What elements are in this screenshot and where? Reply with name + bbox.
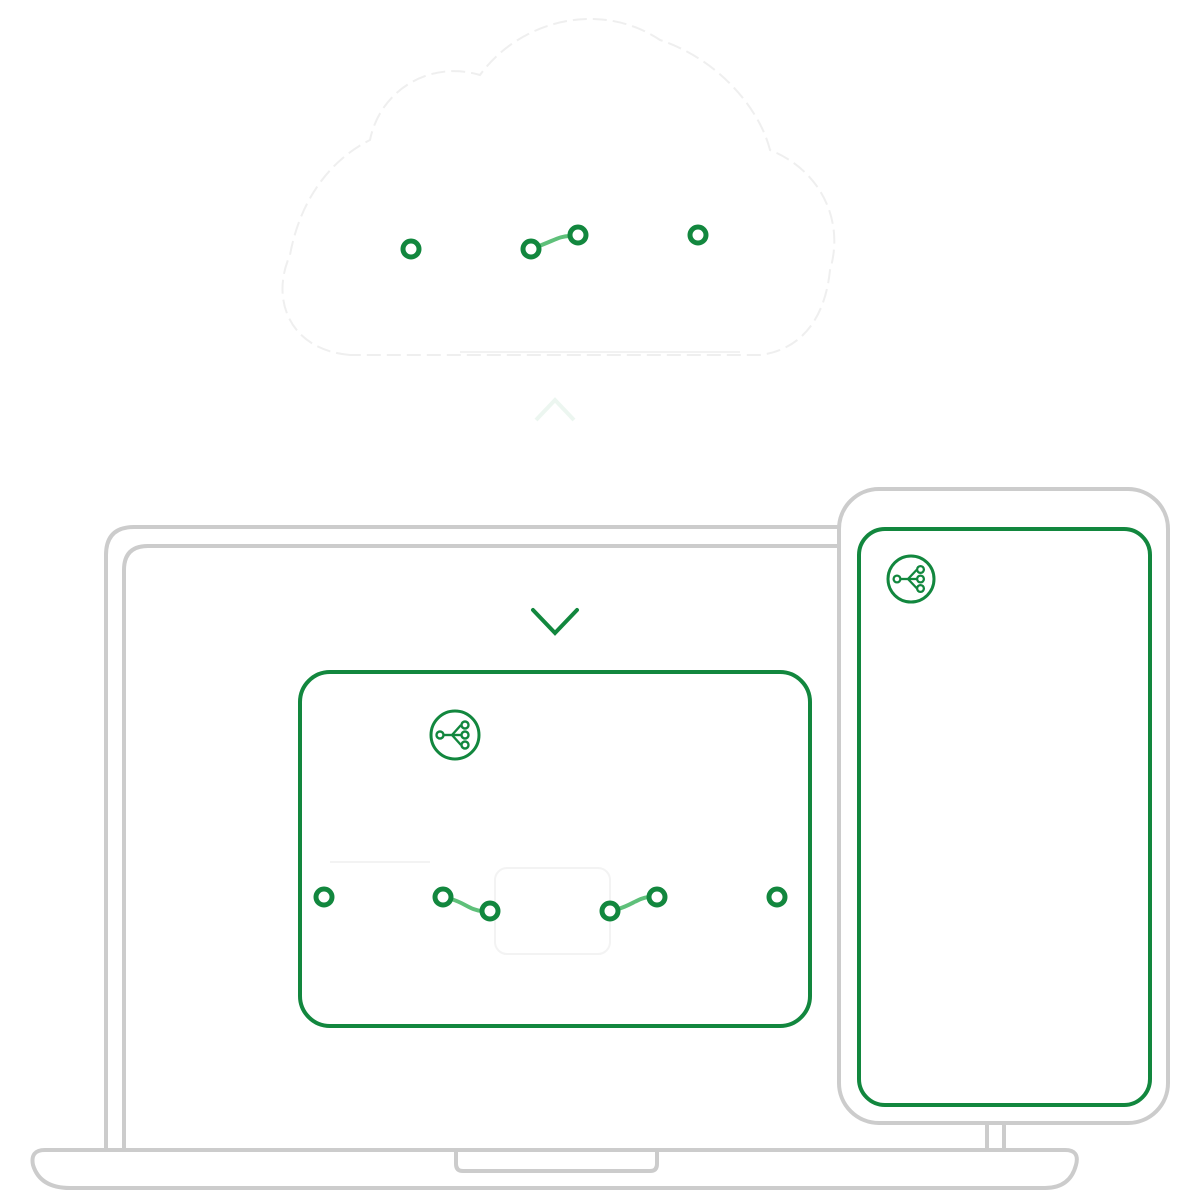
laptop-icon (30, 525, 1079, 1190)
app-node (766, 886, 788, 908)
laptop-app-frame (298, 670, 812, 1028)
cloud-node (687, 224, 709, 246)
bidirectional-arrow-icon (531, 397, 579, 636)
workflow-branch-icon (429, 709, 481, 761)
cloud-link (538, 234, 571, 248)
phone-app-screen (857, 527, 1152, 1107)
app-node (313, 886, 335, 908)
cloud (281, 18, 836, 356)
phone-stand (985, 1124, 1006, 1150)
app-node (432, 886, 454, 908)
arrow-head-up (534, 397, 576, 422)
cloud-node (520, 238, 542, 260)
laptop-base (30, 1148, 1079, 1190)
app-link (617, 895, 650, 911)
cloud-nodes (400, 224, 709, 260)
cloud-node (567, 224, 589, 246)
app-node (479, 900, 501, 922)
cloud-outline (281, 18, 836, 356)
arrow-head-down (531, 608, 579, 636)
app-node (646, 886, 668, 908)
app-node (599, 900, 621, 922)
cloud-node (400, 238, 422, 260)
laptop-lid-outer (104, 525, 840, 1150)
laptop-app-window (298, 670, 812, 1028)
laptop-trackpad-notch (454, 1152, 659, 1173)
laptop-app-nodes (313, 886, 788, 922)
workflow-branch-icon (886, 554, 936, 604)
smartphone-icon (837, 487, 1170, 1150)
laptop-lid-inner (122, 544, 840, 1150)
app-link (450, 897, 483, 913)
